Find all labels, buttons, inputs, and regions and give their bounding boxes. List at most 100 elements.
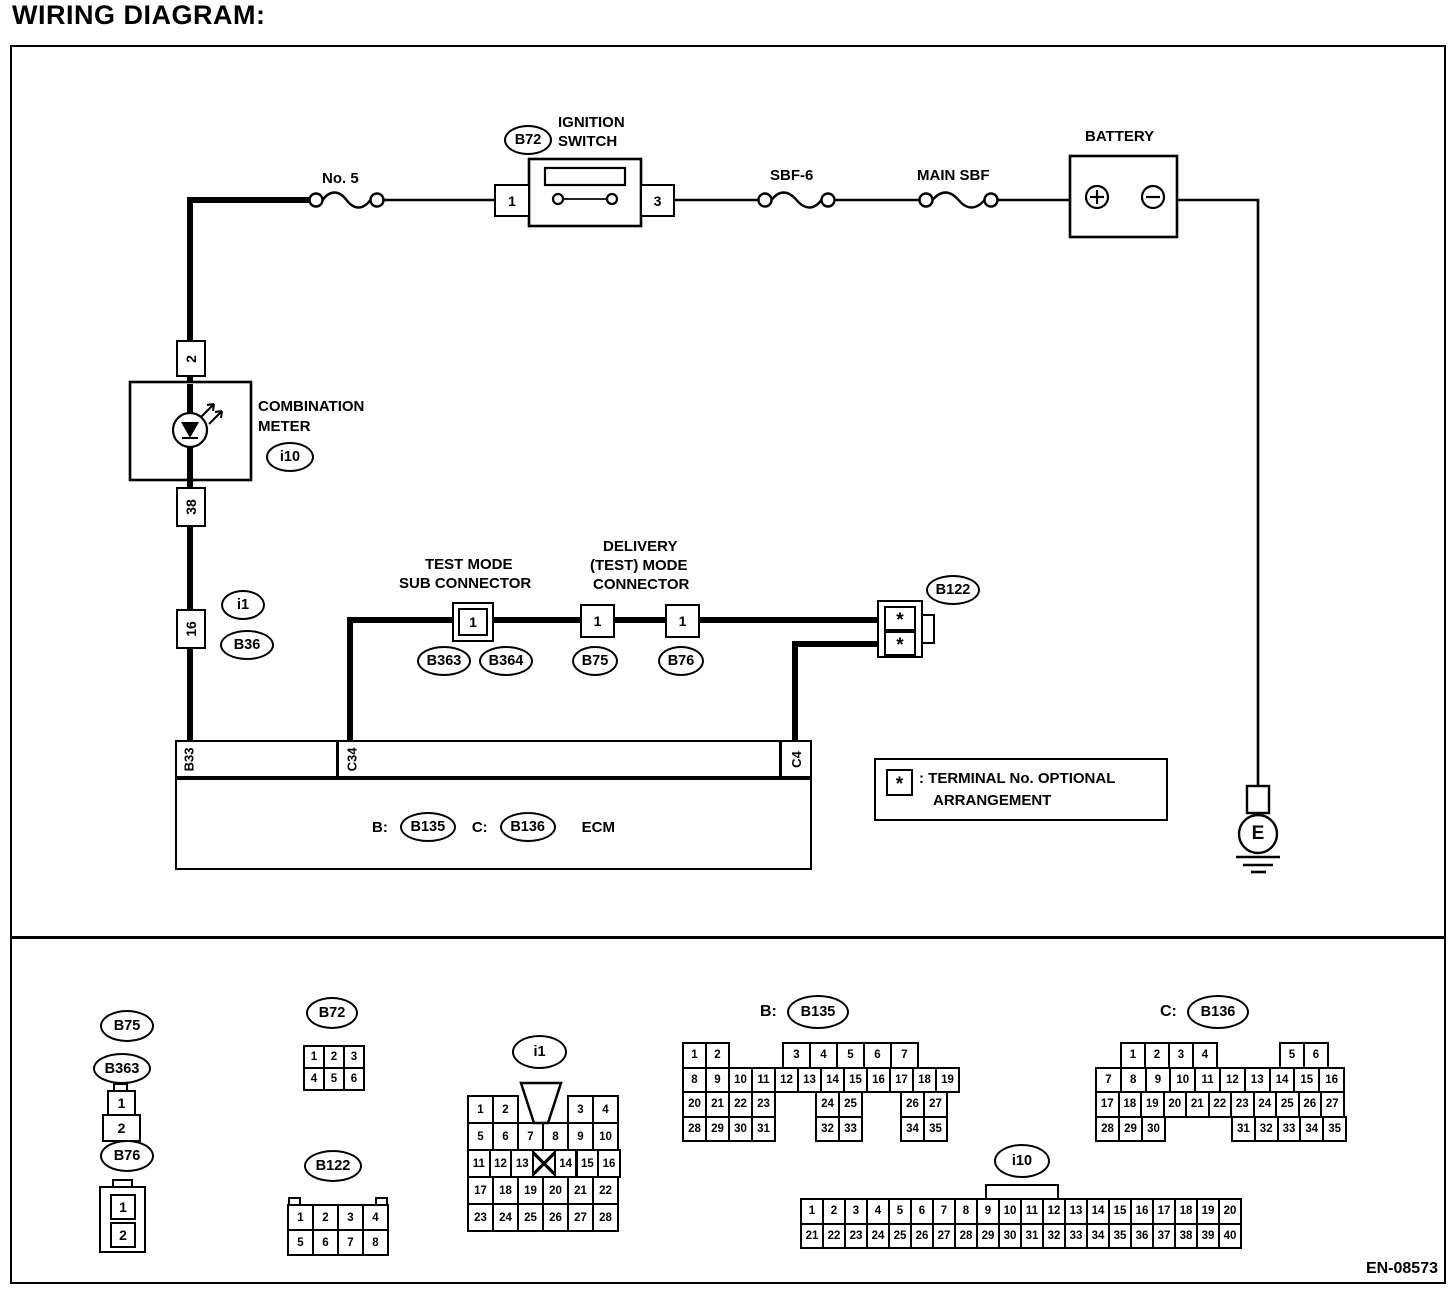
pin-cell: 32 [1042,1222,1066,1249]
pin-cell: 40 [1218,1222,1242,1249]
pin-cell: 1 [467,1095,494,1124]
junction-terminal-16: 16 [176,609,206,649]
pin-cell: 16 [597,1149,621,1178]
b122-terminal-star-top: * [884,606,916,631]
pin-cell: 21 [1185,1091,1210,1118]
pin-cell: 26 [910,1222,934,1249]
pin-cell: 6 [863,1042,892,1069]
wire-segments [383,198,1260,815]
connector-badge-b364: B364 [479,646,533,676]
pin-cell: 16 [1318,1066,1345,1093]
pin-cell: 37 [1152,1222,1176,1249]
combination-meter-label-2: METER [258,418,311,435]
pin-cell: 7 [1095,1066,1122,1093]
ignition-switch-label-1: IGNITION [558,114,625,131]
pin-cell: 4 [1192,1042,1218,1069]
pin-number: 2 [117,1120,126,1136]
delivery-mode-terminal-b: 1 [665,604,700,638]
pin-cell: 17 [1095,1091,1120,1118]
connector-badge-b75: B75 [572,646,618,676]
pinout-badge-i1: i1 [512,1035,567,1069]
pin-cell: 2 [1144,1042,1170,1069]
terminal-number: 38 [182,499,199,515]
connector-badge-b135: B135 [399,812,456,842]
pin-cell: 2 [705,1042,730,1069]
pin-cell: 5 [287,1229,314,1256]
pin-cell: 11 [751,1066,776,1093]
pin-cell: 36 [1130,1222,1154,1249]
pin-cell: 21 [705,1091,730,1118]
pin-cell: 2 [312,1204,339,1231]
pin-cell: 10 [728,1066,753,1093]
connector-badge-b36: B36 [220,630,274,660]
ecm-name: ECM [581,818,615,836]
pinout-badge-b135: B135 [787,995,849,1029]
pinout-badge-b136: B136 [1187,995,1249,1029]
pin-cell: 24 [866,1222,890,1249]
pin-cell: 12 [488,1149,513,1178]
terminal-number: 1 [508,192,516,209]
pin-cell: 32 [815,1115,840,1142]
ecm-strip-divider-1 [336,740,339,778]
test-mode-sub-connector-terminal: 1 [452,602,494,642]
pin-cell: 24 [815,1091,840,1118]
pin-cell: 15 [575,1149,600,1178]
pin-cell: 33 [1276,1115,1302,1142]
terminal-number: 1 [678,613,687,629]
pin-cell: 7 [337,1229,364,1256]
pin-cell: 14 [820,1066,845,1093]
pin-cell: 22 [1207,1091,1232,1118]
pin-cell: 25 [888,1222,912,1249]
battery-minus-terminal [1140,184,1166,210]
pin-cell: 17 [889,1066,914,1093]
pin-cell: 8 [362,1229,389,1256]
connector-badge-b136: B136 [499,812,556,842]
pin-cell: 19 [517,1176,544,1205]
pin-cell: 39 [1196,1222,1220,1249]
pin-cell: 1 [287,1204,314,1231]
pin-cell: 34 [1299,1115,1325,1142]
pin-cell: 8 [542,1122,569,1151]
pin-cell: 20 [1162,1091,1187,1118]
ecm-b-prefix: B: [372,818,388,836]
battery-symbol [1068,154,1179,239]
pin-cell: 4 [362,1204,389,1231]
pin-cell: 31 [1020,1222,1044,1249]
i1-connector-key-icon [519,1081,563,1125]
ground-e-label: E [1251,823,1265,844]
pin-cell: 34 [900,1115,925,1142]
b76-pin-2: 2 [110,1222,136,1248]
pin-cell: 16 [866,1066,891,1093]
pin-cell: 4 [303,1067,325,1091]
pin-cell: 15 [843,1066,868,1093]
pinout-badge-i10: i10 [994,1144,1050,1178]
pin-cell: 38 [1174,1222,1198,1249]
pin-cell: 25 [517,1203,544,1232]
pinout-badge-b122: B122 [304,1150,362,1182]
connector-badge-i10: i10 [266,442,314,472]
pin-cell: 5 [467,1122,494,1151]
pin-cell: 5 [323,1067,345,1091]
pin-cell: 28 [682,1115,707,1142]
terminal-number: 2 [182,354,199,363]
terminal-star: * [895,774,904,795]
pin-cell: 8 [682,1066,707,1093]
pinout-badge-b72: B72 [306,997,358,1029]
ecm-connector-strip [175,740,812,778]
note-text-1: : TERMINAL No. OPTIONAL [919,770,1116,787]
pinout-badge-b363: B363 [93,1053,151,1084]
pin-cell: 27 [923,1091,948,1118]
pin-cell: 20 [1218,1198,1242,1225]
pin-cell: 21 [800,1222,824,1249]
pin-cell: 28 [1095,1115,1120,1142]
note-box [874,758,1168,821]
combination-meter-symbol [128,380,253,487]
fuse-main-sbf-symbol [918,191,999,209]
pin-cell: 29 [1118,1115,1143,1142]
b136-prefix: C: [1160,1003,1177,1020]
delivery-mode-label-2: (TEST) MODE [590,557,688,574]
pin-cell: 6 [343,1067,365,1091]
